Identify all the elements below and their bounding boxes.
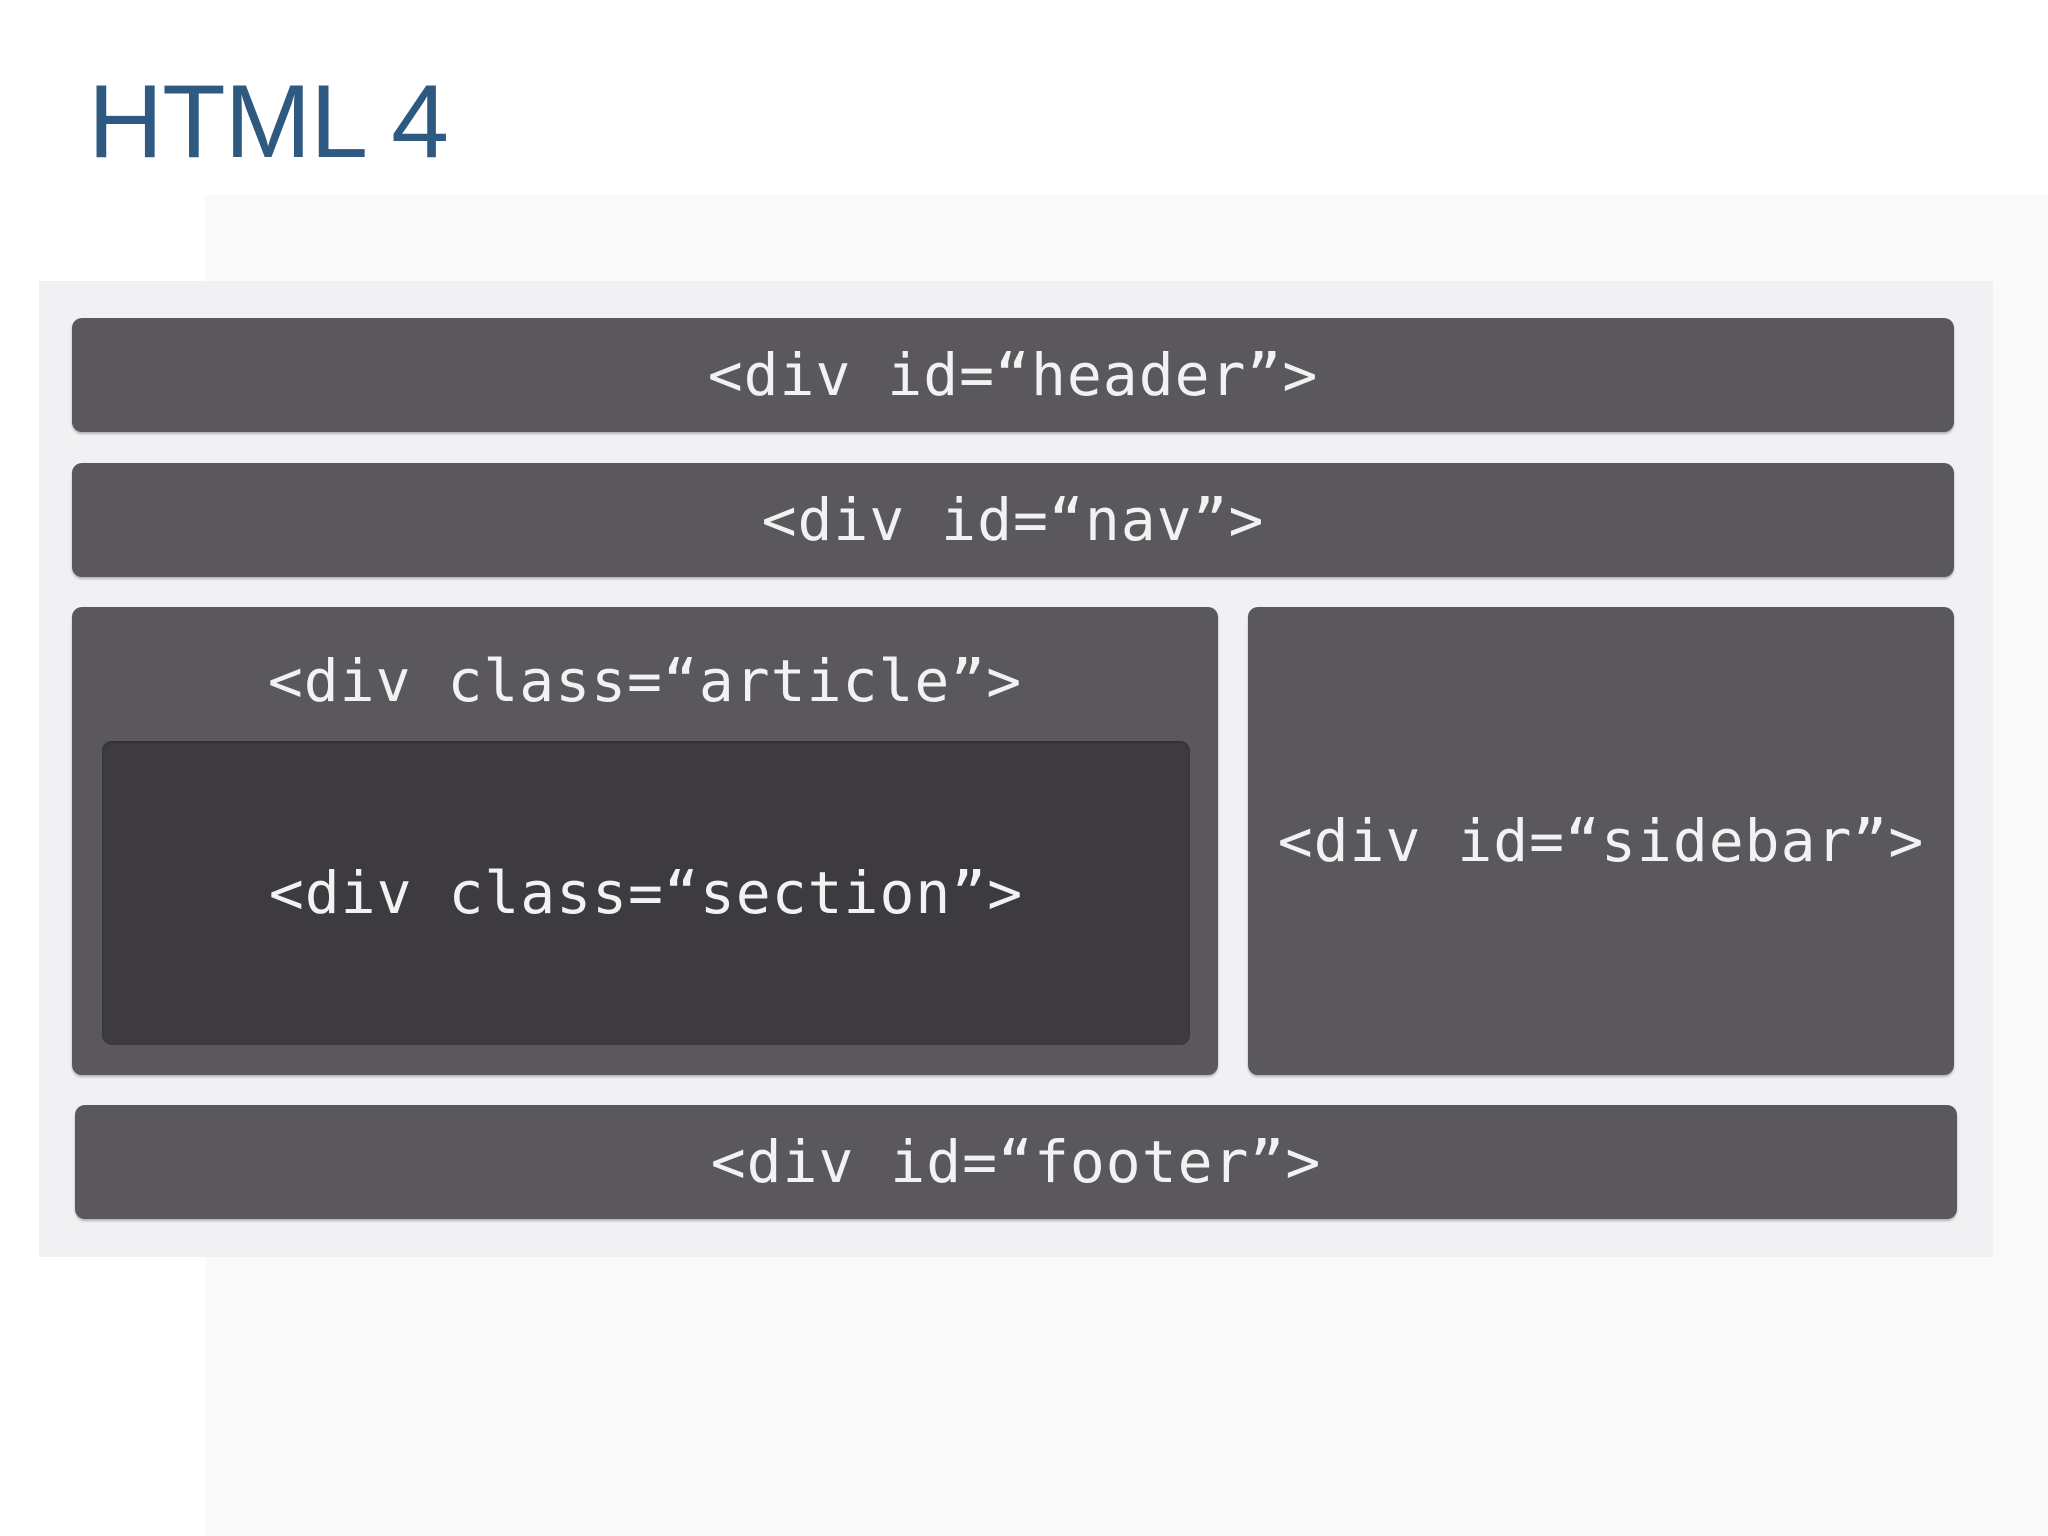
page-title: HTML 4 [88,64,449,180]
article-div-box: <div class=“article”> <div class=“sectio… [72,607,1218,1075]
section-div-label: <div class=“section”> [268,859,1024,927]
layout-diagram: <div id=“header”> <div id=“nav”> <div cl… [39,281,1993,1257]
sidebar-div-label: <div id=“sidebar”> [1277,807,1925,875]
sidebar-div-box: <div id=“sidebar”> [1248,607,1954,1075]
header-div-label: <div id=“header”> [707,341,1319,409]
article-div-label: <div class=“article”> [267,647,1023,715]
section-div-box: <div class=“section”> [102,741,1190,1045]
nav-div-label: <div id=“nav”> [761,486,1265,554]
footer-div-label: <div id=“footer”> [710,1128,1322,1196]
header-div-box: <div id=“header”> [72,318,1954,432]
nav-div-box: <div id=“nav”> [72,463,1954,577]
footer-div-box: <div id=“footer”> [75,1105,1957,1219]
